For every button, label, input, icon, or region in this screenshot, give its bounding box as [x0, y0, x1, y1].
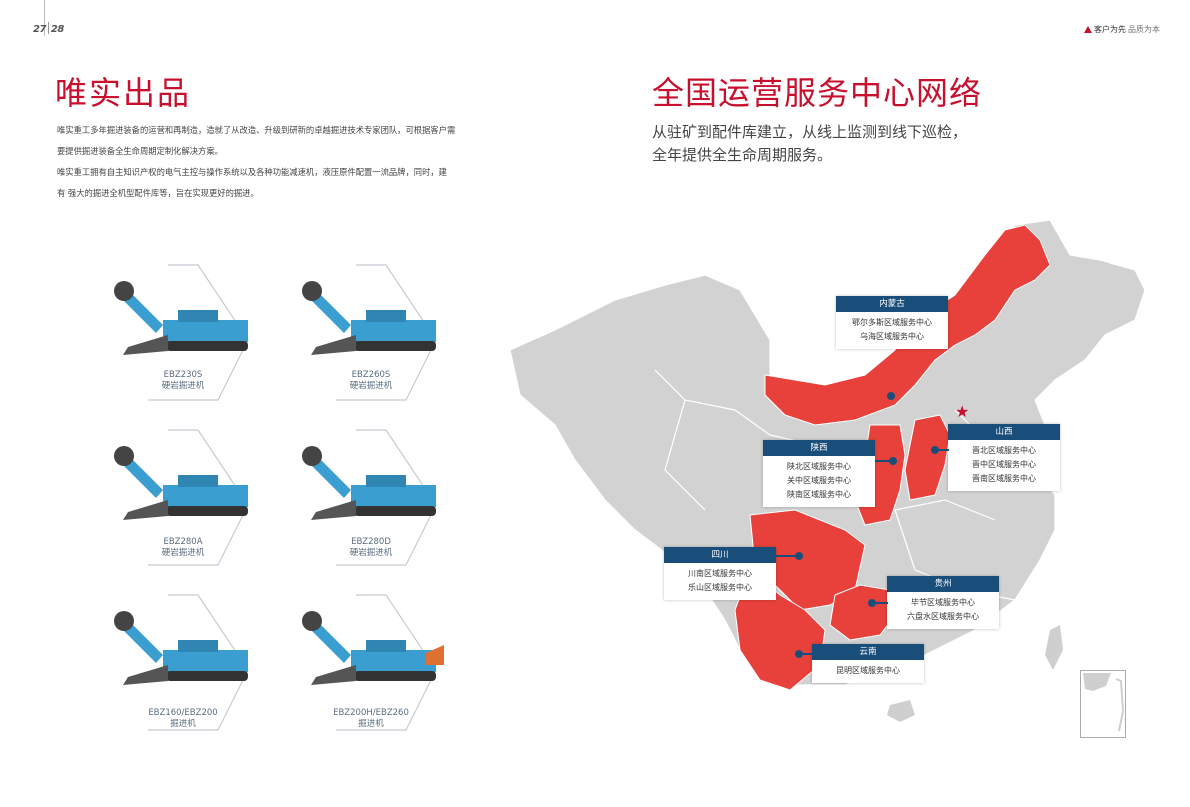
intro-paragraph: 唯实重工多年掘进装备的运营和再制造，造就了从改造、升级到研新的卓越掘进技术专家团… [57, 125, 456, 135]
product-card: EBZ280A 硬岩掘进机 [103, 425, 263, 575]
product-type: 掘进机 [358, 719, 384, 729]
product-card: EBZ230S 硬岩掘进机 [103, 260, 263, 410]
service-center: 乌海区域服务中心 [860, 332, 924, 341]
roadheader-machine-icon [114, 611, 248, 685]
center-list: 鄂尔多斯区域服务中心 乌海区域服务中心 [836, 312, 948, 349]
service-center: 陕北区域服务中心 [787, 462, 851, 471]
roadheader-machine-icon [302, 446, 436, 520]
service-center: 昆明区域服务中心 [836, 666, 900, 675]
product-model: EBZ260S [351, 370, 391, 380]
service-center: 晋南区域服务中心 [972, 474, 1036, 483]
location-dot-icon [795, 552, 803, 560]
left-page-title: 唯实出品 [55, 74, 192, 112]
service-center: 鄂尔多斯区域服务中心 [852, 318, 932, 327]
brand-slogan: 客户为先 品质为本 [1084, 24, 1160, 35]
intro-paragraph: 要提供掘进装备全生命周期定制化解决方案。 [57, 146, 223, 156]
intro-paragraph: 唯实重工拥有自主知识产权的电气主控与操作系统以及各种功能减速机，液压原件配置一流… [57, 167, 447, 177]
intro-paragraph: 有 强大的掘进全机型配件库等，旨在实现更好的掘进。 [57, 188, 259, 198]
page-number-left: 27 [33, 24, 46, 35]
location-dot-icon [887, 392, 895, 400]
product-label: EBZ160/EBZ200 掘进机 [103, 708, 263, 730]
right-page-title: 全国运营服务中心网络 [652, 74, 983, 112]
callout-connector [874, 602, 888, 604]
service-center: 毕节区域服务中心 [911, 598, 975, 607]
product-type: 硬岩掘进机 [349, 381, 393, 391]
page-number-right: 28 [50, 24, 64, 35]
callout-yunnan: 云南 昆明区域服务中心 [812, 644, 924, 683]
logo-triangle-icon [1084, 26, 1092, 33]
right-page-subtitle: 从驻矿到配件库建立，从线上监测到线下巡检， 全年提供全生命周期服务。 [652, 121, 967, 167]
product-type: 掘进机 [170, 719, 196, 729]
location-dot-icon [868, 599, 876, 607]
product-type: 硬岩掘进机 [161, 381, 205, 391]
location-dot-icon [931, 446, 939, 454]
service-center: 晋北区域服务中心 [972, 446, 1036, 455]
product-grid: EBZ230S 硬岩掘进机 EBZ260S 硬岩掘进机 [98, 240, 448, 745]
callout-connector [776, 555, 798, 557]
callout-connector [935, 449, 949, 451]
service-center: 关中区域服务中心 [787, 476, 851, 485]
south-china-sea-inset [1080, 670, 1126, 738]
product-model: EBZ230S [163, 370, 203, 380]
page-numbers: 27 28 [33, 22, 64, 35]
center-list: 毕节区域服务中心 六盘水区域服务中心 [887, 592, 999, 629]
product-label: EBZ200H/EBZ260 掘进机 [291, 708, 451, 730]
product-card: EBZ160/EBZ200 掘进机 [103, 590, 263, 740]
callout-guizhou: 贵州 毕节区域服务中心 六盘水区域服务中心 [887, 576, 999, 629]
product-card: EBZ280D 硬岩掘进机 [291, 425, 451, 575]
center-list: 昆明区域服务中心 [812, 660, 924, 683]
region-name: 内蒙古 [836, 296, 948, 312]
location-dot-icon [889, 457, 897, 465]
product-label: EBZ280D 硬岩掘进机 [291, 537, 451, 559]
brand-slogan-part2: 品质为本 [1128, 25, 1160, 34]
brand-slogan-part1: 客户为先 [1094, 25, 1126, 34]
map-region-yunnan [734, 569, 826, 691]
callout-shaanxi: 陕西 陕北区域服务中心 关中区域服务中心 陕南区域服务中心 [763, 440, 875, 507]
product-model: EBZ280D [351, 537, 391, 547]
top-divider [44, 0, 45, 36]
region-name: 云南 [812, 644, 924, 660]
capital-star-icon: ★ [955, 402, 969, 421]
product-model: EBZ160/EBZ200 [148, 708, 218, 718]
product-label: EBZ260S 硬岩掘进机 [291, 370, 451, 392]
roadheader-machine-icon [114, 281, 248, 355]
region-name: 陕西 [763, 440, 875, 456]
service-center: 晋中区域服务中心 [972, 460, 1036, 469]
product-label: EBZ230S 硬岩掘进机 [103, 370, 263, 392]
service-center: 六盘水区域服务中心 [907, 612, 979, 621]
callout-connector [875, 460, 893, 462]
location-dot-icon [795, 650, 803, 658]
subtitle-line: 从驻矿到配件库建立，从线上监测到线下巡检， [652, 123, 968, 141]
map-taiwan [1045, 625, 1063, 670]
region-name: 四川 [664, 547, 776, 563]
product-label: EBZ280A 硬岩掘进机 [103, 537, 263, 559]
product-card: EBZ200H/EBZ260 掘进机 [291, 590, 451, 740]
inset-map-icon [1083, 673, 1125, 732]
region-name: 山西 [948, 424, 1060, 440]
callout-inner-mongolia: 内蒙古 鄂尔多斯区域服务中心 乌海区域服务中心 [836, 296, 948, 349]
product-model: EBZ280A [163, 537, 203, 547]
product-model: EBZ200H/EBZ260 [333, 708, 409, 718]
product-type: 硬岩掘进机 [349, 548, 393, 558]
center-list: 川南区域服务中心 乐山区域服务中心 [664, 563, 776, 600]
roadheader-machine-icon [302, 611, 444, 685]
service-center: 川南区域服务中心 [688, 569, 752, 578]
roadheader-machine-icon [114, 446, 248, 520]
intro-text: 唯实重工多年掘进装备的运营和再制造，造就了从改造、升级到研新的卓越掘进技术专家团… [57, 124, 519, 208]
callout-sichuan: 四川 川南区域服务中心 乐山区域服务中心 [664, 547, 776, 600]
callout-connector [800, 653, 813, 655]
callout-shanxi: 山西 晋北区域服务中心 晋中区域服务中心 晋南区域服务中心 [948, 424, 1060, 491]
service-center: 陕南区域服务中心 [787, 490, 851, 499]
service-center: 乐山区域服务中心 [688, 583, 752, 592]
map-hainan [887, 700, 915, 722]
region-name: 贵州 [887, 576, 999, 592]
map-region-shanxi [904, 414, 951, 501]
subtitle-line: 全年提供全生命周期服务。 [652, 146, 833, 164]
center-list: 陕北区域服务中心 关中区域服务中心 陕南区域服务中心 [763, 456, 875, 507]
product-card: EBZ260S 硬岩掘进机 [291, 260, 451, 410]
roadheader-machine-icon [302, 281, 436, 355]
center-list: 晋北区域服务中心 晋中区域服务中心 晋南区域服务中心 [948, 440, 1060, 491]
product-type: 硬岩掘进机 [161, 548, 205, 558]
